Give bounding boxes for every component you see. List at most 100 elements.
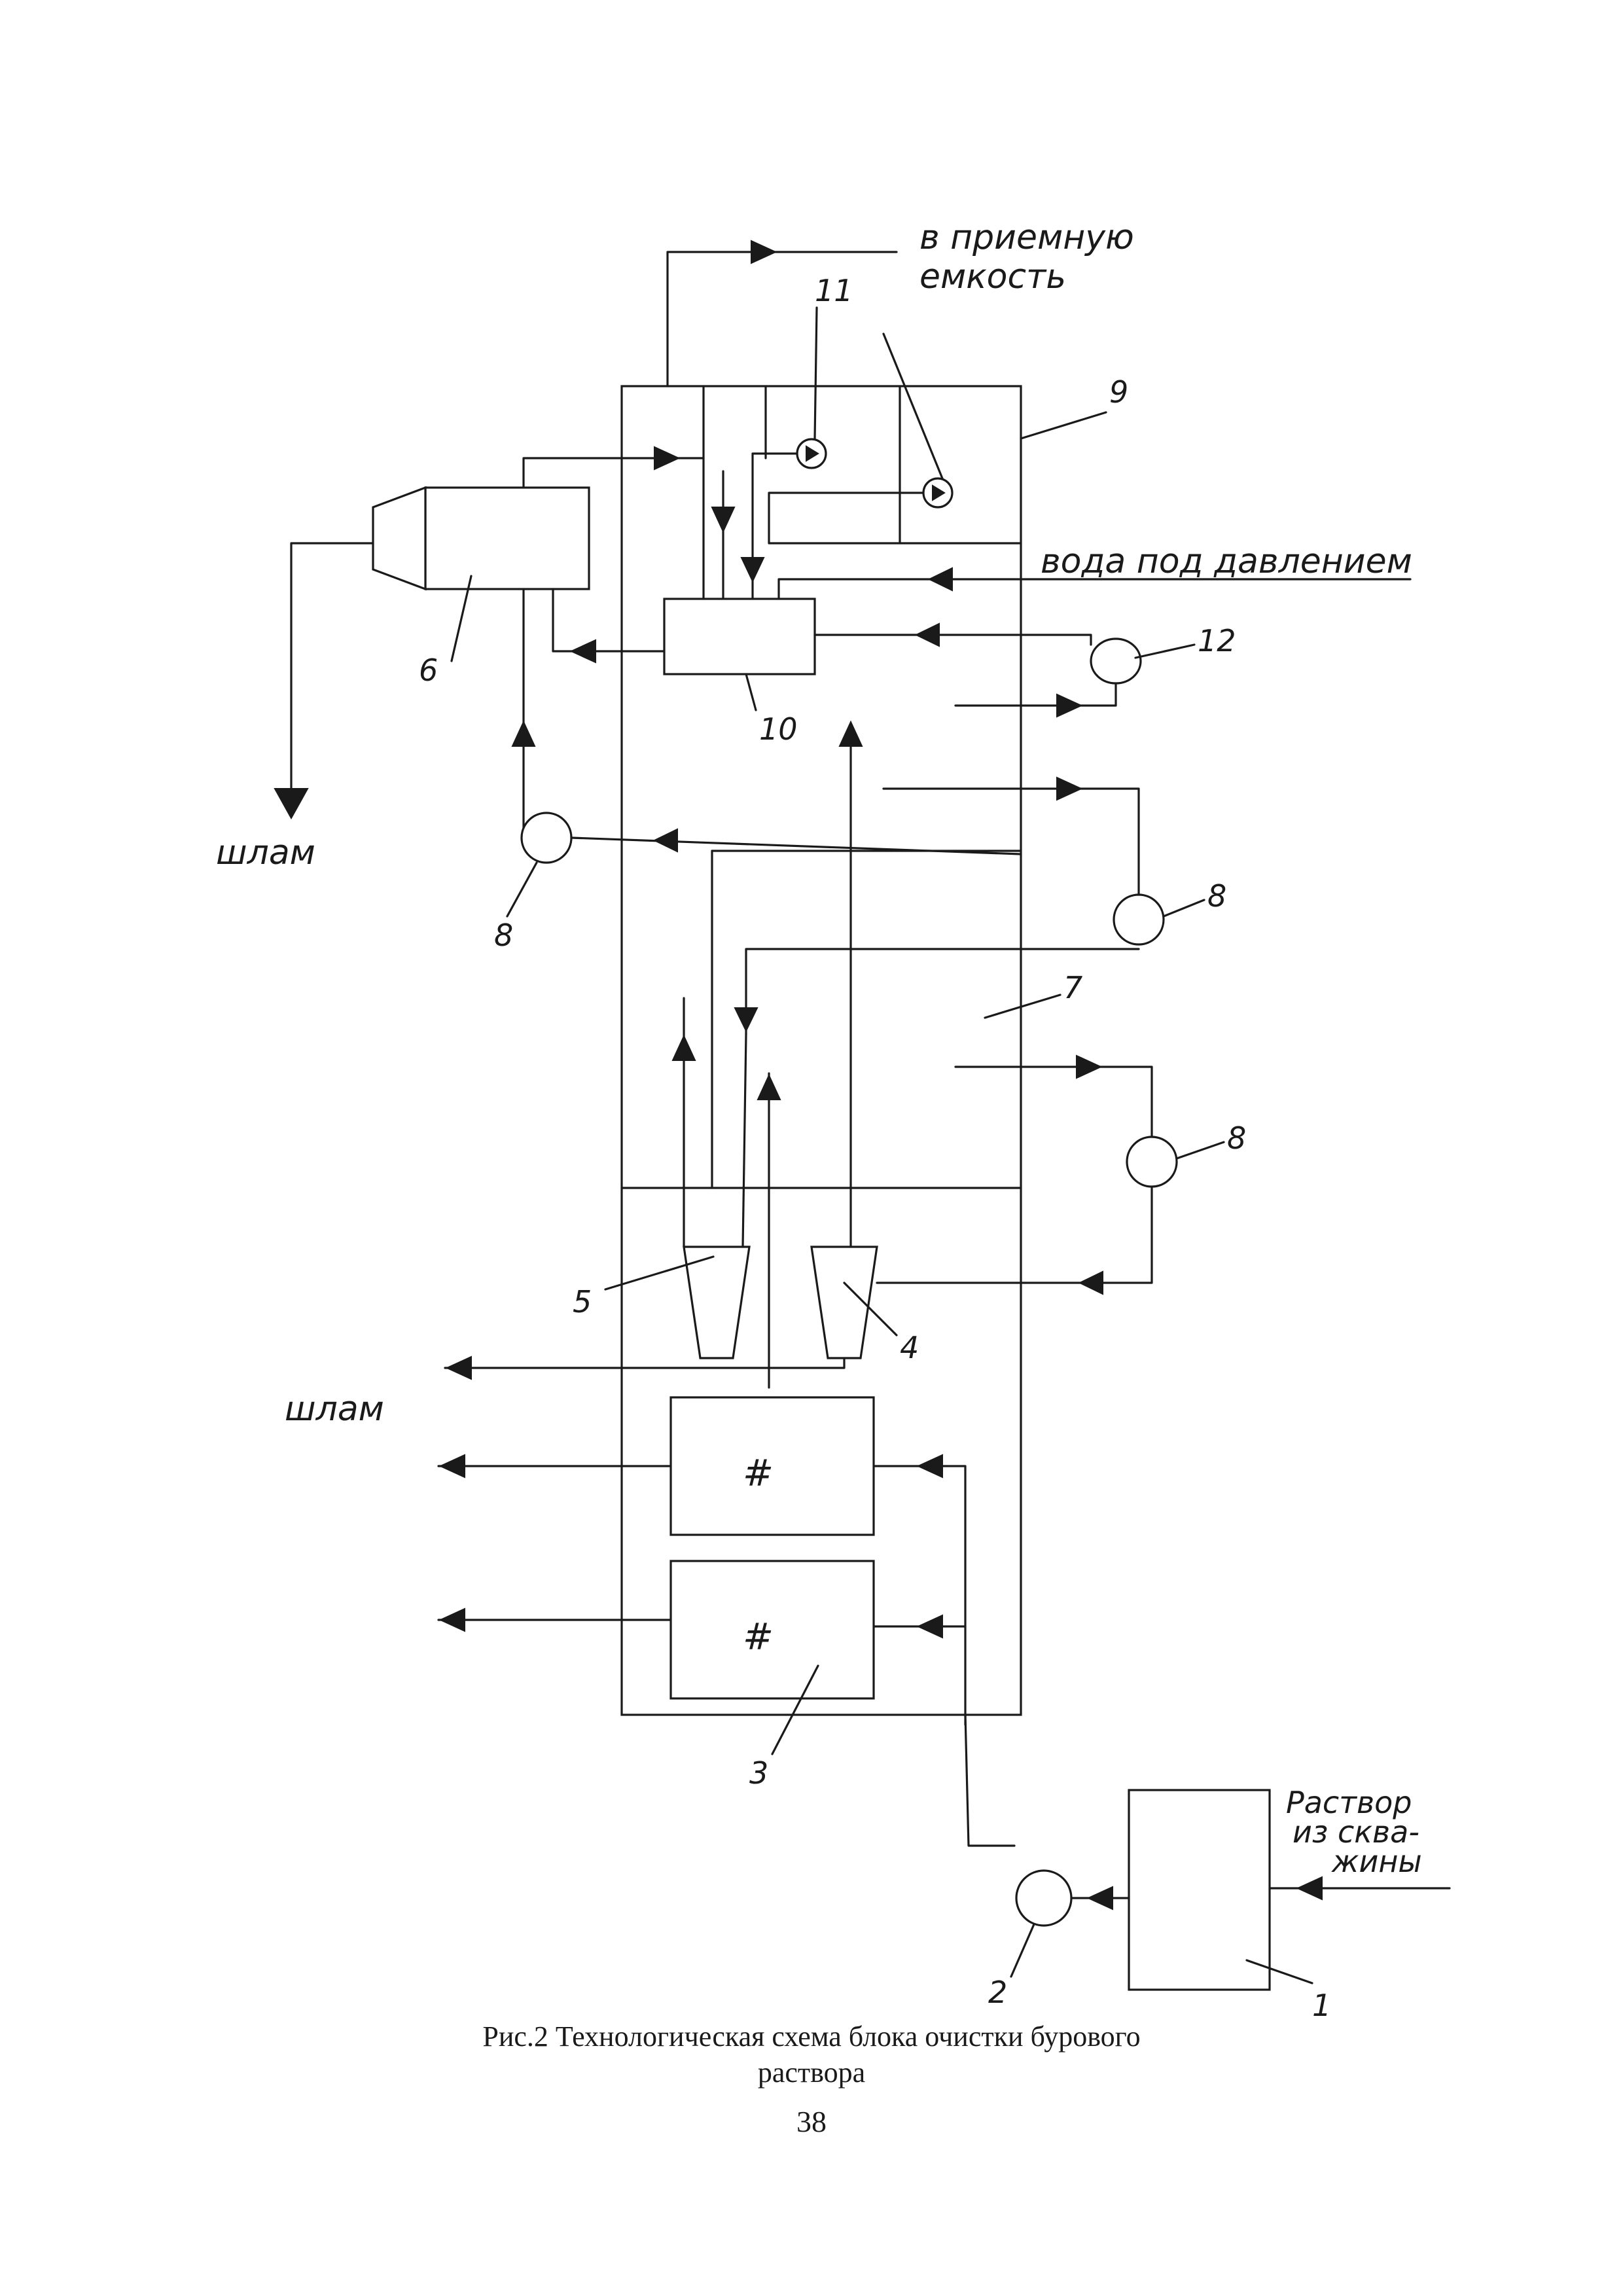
inlet-arrow [1296, 1876, 1323, 1901]
down-arrow-2 [740, 557, 765, 583]
down-arrow-1 [711, 507, 736, 533]
leader-9 [1020, 411, 1107, 440]
pipe-8mid-return [745, 948, 1140, 1035]
pump-8-lower [1126, 1136, 1178, 1188]
leader-12 [1134, 643, 1196, 659]
label-2: 2 [988, 1975, 1007, 2010]
arrow-8left-up [511, 720, 536, 747]
leader-2 [1010, 1923, 1035, 1978]
arrow-tank-pump [1086, 1886, 1113, 1910]
unit-10 [663, 598, 816, 675]
solution-label-2: из сква- [1293, 1814, 1419, 1850]
label-3: 3 [749, 1755, 768, 1791]
sludge-arrow-shaker2 [438, 1607, 465, 1632]
feed-shaker1 [872, 1465, 967, 1726]
arrow-12-in [1056, 693, 1083, 718]
shaker-upper [669, 1396, 875, 1536]
pipe-8lower-in [954, 1066, 1153, 1138]
label-8-lower: 8 [1227, 1121, 1246, 1156]
arrow-8lower-out [1078, 1270, 1103, 1295]
pipe-11b [768, 492, 1022, 545]
water-label: вода под давлением [1041, 542, 1412, 581]
sludge-arrow-shaker1 [438, 1454, 465, 1479]
unit-6-cone [372, 486, 427, 591]
pipe-11a [751, 452, 798, 600]
unit-6 [424, 486, 590, 590]
outlet-line [666, 251, 898, 387]
sludge-line-top [290, 542, 374, 797]
arrow-8mid-return [734, 1007, 758, 1033]
tank-1 [1128, 1789, 1271, 1991]
pipe-12-in [954, 682, 1117, 707]
label-9: 9 [1109, 374, 1128, 410]
label-11: 11 [815, 273, 853, 308]
arrow-6-bottom [569, 639, 596, 664]
figure-caption-line2: раствора [757, 2056, 866, 2089]
leader-8-lower [1175, 1141, 1225, 1160]
arrow-8lower-in [1076, 1054, 1103, 1079]
leader-8-left [506, 861, 538, 918]
feed-main [964, 1713, 1016, 1847]
pump-11b-arrow [932, 484, 946, 501]
label-4: 4 [900, 1330, 919, 1365]
leader-4 [843, 1282, 898, 1336]
label-10: 10 [759, 711, 798, 747]
sludge-label-mid: шлам [285, 1390, 384, 1429]
pipe-6-bottom [552, 588, 666, 653]
arrow-5-up [671, 1034, 696, 1061]
hydrocyclone-4 [810, 1246, 878, 1359]
leader-8-right [1162, 899, 1205, 918]
water-arrow [927, 567, 953, 592]
pipe-6-top [522, 457, 705, 489]
hydrocyclone-5 [683, 1246, 751, 1359]
screen-icon-lower: # [743, 1616, 774, 1659]
leader-7 [984, 994, 1061, 1019]
label-8-left: 8 [494, 918, 513, 953]
arrow-feed-shaker2 [916, 1614, 943, 1639]
arrow-6-top [654, 446, 681, 471]
water-line [777, 578, 1412, 600]
arrow-8right-in [1056, 776, 1083, 801]
sludge-line-mid [444, 1357, 846, 1369]
sludge-arrow-mid [445, 1355, 472, 1380]
to-tank-label-2: емкость [919, 257, 1066, 296]
leader-11a [813, 306, 818, 440]
label-1: 1 [1312, 1988, 1331, 2023]
pipe-8lower-out [876, 1185, 1153, 1284]
solution-label-3: жины [1331, 1844, 1422, 1879]
page-number: 38 [796, 2105, 827, 2138]
label-5: 5 [573, 1284, 592, 1319]
sludge-label-top: шлам [216, 833, 315, 872]
label-7: 7 [1063, 970, 1082, 1005]
leader-3 [771, 1664, 819, 1755]
arrow-4-up [757, 1073, 781, 1100]
pipe-12-out [813, 634, 1092, 646]
leader-11b [882, 332, 944, 480]
figure-caption-line1: Рис.2 Технологическая схема блока очистк… [482, 2020, 1141, 2053]
shaker-lower [669, 1560, 875, 1700]
to-tank-label-1: в приемную [919, 218, 1134, 257]
label-12: 12 [1198, 623, 1236, 658]
arrow-right-v [838, 720, 863, 747]
leader-5 [604, 1255, 715, 1291]
leader-1 [1245, 1959, 1313, 1984]
pump-12 [1090, 637, 1142, 685]
leader-6 [450, 575, 473, 662]
pump-2 [1015, 1869, 1073, 1927]
pump-11a-arrow [806, 445, 819, 462]
arrow-8left-in [652, 828, 678, 853]
arrow-12-out [914, 622, 940, 647]
pipe-5-down [741, 1033, 747, 1248]
label-8-right: 8 [1207, 878, 1226, 914]
screen-icon-upper: # [743, 1452, 774, 1495]
pump-8-right [1113, 893, 1165, 946]
label-6: 6 [419, 653, 438, 688]
solution-label-1: Раствор [1286, 1785, 1412, 1820]
leader-10 [745, 673, 757, 711]
pipe-8right-in [882, 787, 1140, 896]
pump-8-left [520, 812, 573, 864]
outlet-arrow [751, 240, 777, 264]
arrow-feed-shaker1 [916, 1454, 943, 1479]
